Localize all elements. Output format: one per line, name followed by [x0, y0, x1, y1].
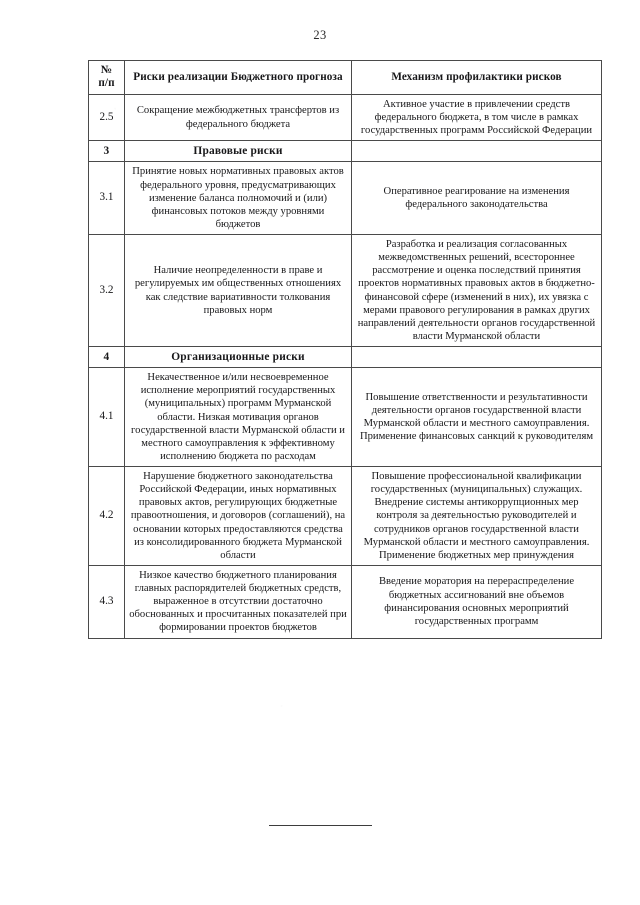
column-header-number-line2: п/п: [98, 77, 115, 90]
footer-rule-line: [268, 825, 372, 826]
row-mechanism-cell: Повышение профессиональной квалификации …: [351, 466, 602, 566]
row-risk-cell: Нарушение бюджетного законодательства Ро…: [124, 466, 352, 566]
row-number-cell: 4: [88, 346, 125, 369]
row-risk-cell: Организационные риски: [124, 346, 352, 369]
column-header-mechanism: Механизм профилактики рисков: [351, 60, 602, 95]
risk-table: № п/п Риски реализации Бюджетного прогно…: [88, 60, 602, 639]
column-header-risks: Риски реализации Бюджетного прогноза: [124, 60, 352, 95]
column-header-number-line1: №: [100, 64, 113, 76]
row-number-cell: 4.1: [88, 367, 125, 468]
row-mechanism-cell: Введение моратория на перераспределение …: [351, 564, 602, 639]
row-number-cell: 2.5: [88, 93, 125, 142]
row-risk-cell: Низкое качество бюджетного планирования …: [124, 564, 352, 639]
row-mechanism-cell: [351, 140, 602, 163]
row-risk-cell: Принятие новых нормативных правовых акто…: [124, 161, 352, 236]
row-number-cell: 4.3: [88, 564, 125, 639]
table-header-row: № п/п Риски реализации Бюджетного прогно…: [88, 60, 602, 95]
row-risk-cell: Сокращение межбюджетных трансфертов из ф…: [124, 93, 352, 142]
row-number-cell: 3.1: [88, 161, 125, 236]
row-mechanism-cell: Оперативное реагирование на изменения фе…: [351, 161, 602, 236]
row-mechanism-cell: Активное участие в привлечении средств ф…: [351, 93, 602, 142]
page-number: 23: [313, 28, 327, 42]
row-risk-cell: Правовые риски: [124, 140, 352, 163]
row-risk-cell: Наличие неопределенности в праве и регул…: [124, 234, 352, 348]
row-number-cell: 3: [88, 140, 125, 163]
row-number-cell: 3.2: [88, 234, 125, 348]
table-header: № п/п Риски реализации Бюджетного прогно…: [88, 60, 602, 95]
risk-table-container: № п/п Риски реализации Бюджетного прогно…: [88, 60, 602, 639]
row-number-cell: 4.2: [88, 466, 125, 566]
row-mechanism-cell: [351, 346, 602, 369]
footer-separator: [0, 813, 640, 831]
column-header-number: № п/п: [88, 60, 125, 95]
row-mechanism-cell: Разработка и реализация согласованных ме…: [351, 234, 602, 348]
row-risk-cell: Некачественное и/или несвоевременное исп…: [124, 367, 352, 468]
row-mechanism-cell: Повышение ответственности и результативн…: [351, 367, 602, 468]
